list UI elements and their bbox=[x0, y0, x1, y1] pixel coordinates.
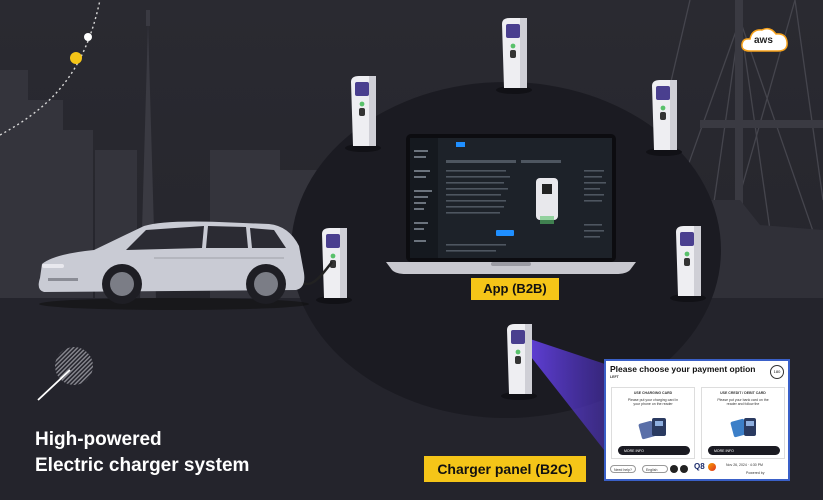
language-select[interactable]: English bbox=[642, 465, 668, 473]
aws-logo: aws bbox=[740, 24, 790, 54]
electric-car bbox=[34, 218, 309, 310]
more-info-button-right[interactable]: MORE INFO bbox=[708, 446, 780, 455]
q8-emblem-icon bbox=[708, 463, 716, 471]
charging-card-hint: Please put your charging card in your ph… bbox=[627, 398, 679, 407]
bank-card-reader-icon bbox=[730, 418, 756, 438]
headline-line-1: High-powered bbox=[35, 429, 162, 450]
aws-logo-text: aws bbox=[754, 35, 773, 46]
charging-card-option[interactable]: USE CHARGING CARD Please put your chargi… bbox=[611, 387, 695, 459]
powered-by-label: Powered by bbox=[746, 471, 765, 475]
app-b2b-label: App (B2B) bbox=[471, 278, 559, 300]
headline-line-2: Electric charger system bbox=[35, 455, 250, 476]
card-reader-icon bbox=[638, 418, 666, 440]
need-help-label: Need help? bbox=[614, 467, 632, 472]
charger-payment-panel: Please choose your payment option LEFT 1… bbox=[604, 359, 790, 481]
charging-card-option-label: USE CHARGING CARD bbox=[633, 391, 673, 395]
need-help-button[interactable]: Need help? bbox=[610, 465, 636, 473]
panel-title: Please choose your payment option bbox=[610, 364, 756, 374]
countdown-timer: 180 bbox=[770, 365, 784, 379]
more-info-button-left[interactable]: MORE INFO bbox=[618, 446, 690, 455]
charger-panel-b2c-label: Charger panel (B2C) bbox=[424, 456, 586, 482]
more-info-label-right: MORE INFO bbox=[714, 448, 734, 453]
accessibility-icon[interactable] bbox=[670, 465, 678, 473]
q8-brand-logo: Q8 bbox=[694, 462, 705, 471]
panel-subtitle: LEFT bbox=[610, 375, 619, 379]
credit-card-hint: Please put your bank card on the reader … bbox=[717, 398, 769, 407]
volume-icon[interactable] bbox=[680, 465, 688, 473]
footer-datetime: Nov 26, 2024 · 4:30 PM bbox=[726, 463, 763, 467]
language-label: English bbox=[646, 467, 658, 472]
credit-card-option-label: USE CREDIT / DEBIT CARD bbox=[720, 391, 766, 395]
laptop-mockup bbox=[386, 134, 636, 274]
credit-card-option[interactable]: USE CREDIT / DEBIT CARD Please put your … bbox=[701, 387, 785, 459]
more-info-label-left: MORE INFO bbox=[624, 448, 644, 453]
